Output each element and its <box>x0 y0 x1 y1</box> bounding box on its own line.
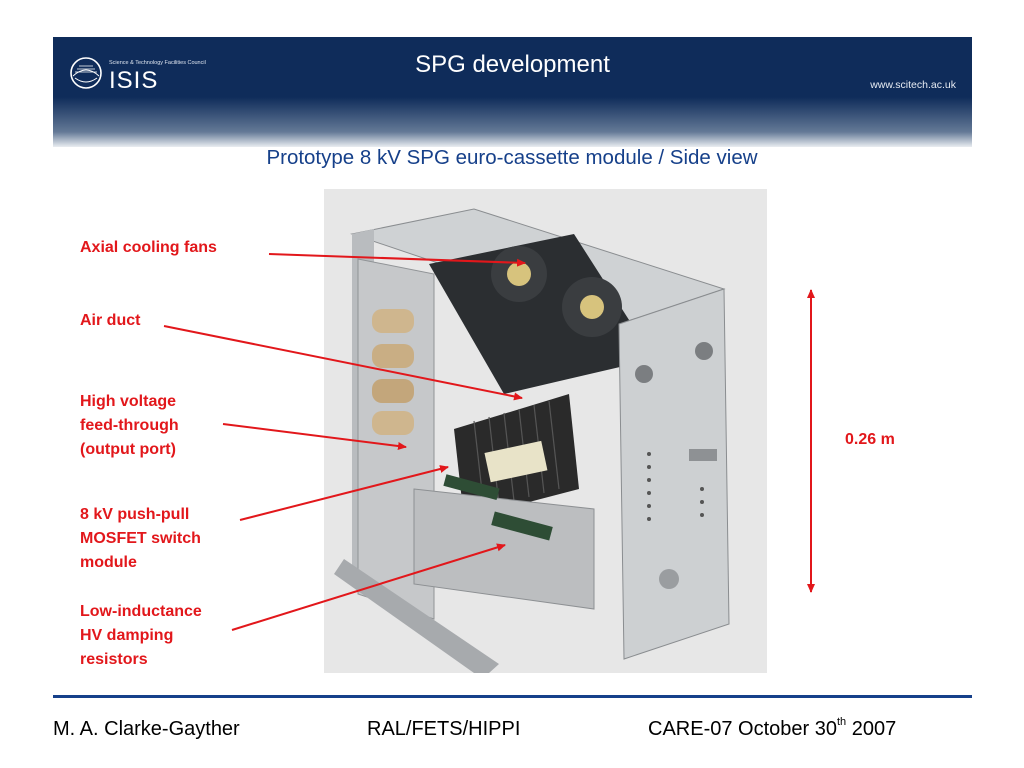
footer-org: RAL/FETS/HIPPI <box>367 718 521 740</box>
page-title: SPG development <box>415 51 610 78</box>
footer-rule <box>53 695 972 698</box>
arrow-resistors <box>231 543 506 631</box>
isis-logo: Science & Technology Facilities Council … <box>69 54 259 94</box>
label-axial-cooling-fans: Axial cooling fans <box>80 239 217 256</box>
label-mosfet-switch-module: 8 kV push-pull MOSFET switch module <box>80 506 201 571</box>
label-damping-resistors: Low-inductance HV damping resistors <box>80 603 202 668</box>
logo-name: ISIS <box>109 67 159 94</box>
header-banner: Science & Technology Facilities Council … <box>53 37 972 147</box>
label-air-duct: Air duct <box>80 312 141 329</box>
dimension-label: 0.26 m <box>845 431 895 448</box>
arrow-feedthrough <box>222 423 407 450</box>
arrow-mosfet <box>239 465 449 521</box>
logo-council-text: Science & Technology Facilities Council <box>109 60 206 66</box>
slide-subtitle: Prototype 8 kV SPG euro-cassette module … <box>266 146 758 169</box>
footer-author: M. A. Clarke-Gayther <box>53 718 240 740</box>
module-photo <box>324 189 767 673</box>
website-text: www.scitech.ac.uk <box>870 79 956 91</box>
stfc-logo-icon <box>70 57 102 89</box>
label-hv-feedthrough: High voltage feed-through (output port) <box>80 393 179 458</box>
arrow-fans <box>268 253 526 267</box>
footer-event: CARE-07 October 30th 2007 <box>648 716 897 740</box>
arrow-duct <box>163 325 523 401</box>
banner-fade <box>53 97 972 147</box>
